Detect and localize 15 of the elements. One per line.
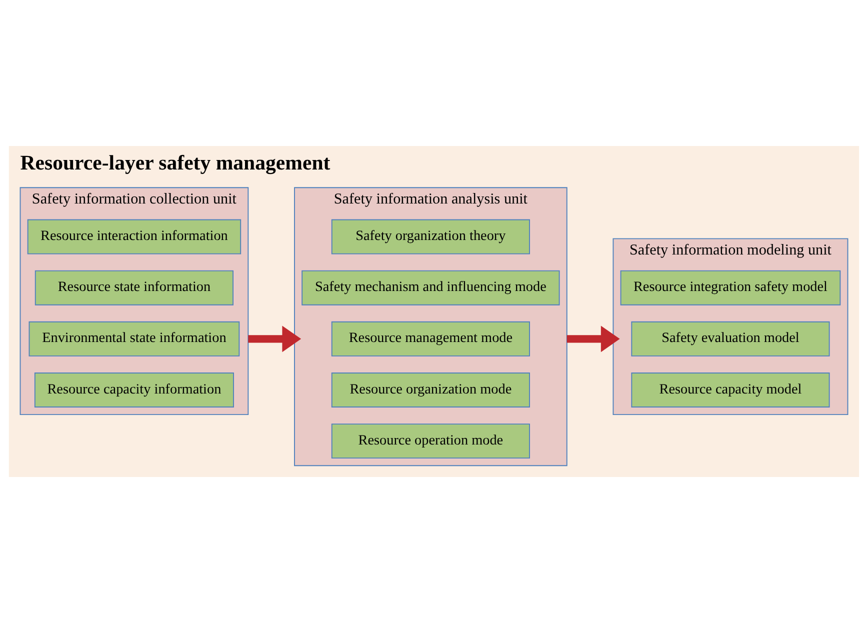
node-box: Resource integration safety model [620,270,841,305]
node-box: Resource operation mode [331,423,530,458]
node-box: Resource organization mode [331,372,530,407]
arrow [248,325,302,352]
node-box: Resource capacity model [631,372,830,407]
node-box: Environmental state information [28,320,240,356]
node-box: Safety evaluation model [631,320,830,356]
node-box: Resource management mode [331,320,530,356]
node-box: Safety mechanism and influencing mode [302,270,560,305]
node-box: Resource interaction information [27,218,242,254]
node-box: Safety organization theory [331,218,530,254]
diagram-title: Resource-layer safety management [20,150,330,174]
arrow [566,325,620,352]
node-box: Resource capacity information [34,372,234,407]
node-box: Resource state information [34,270,234,305]
